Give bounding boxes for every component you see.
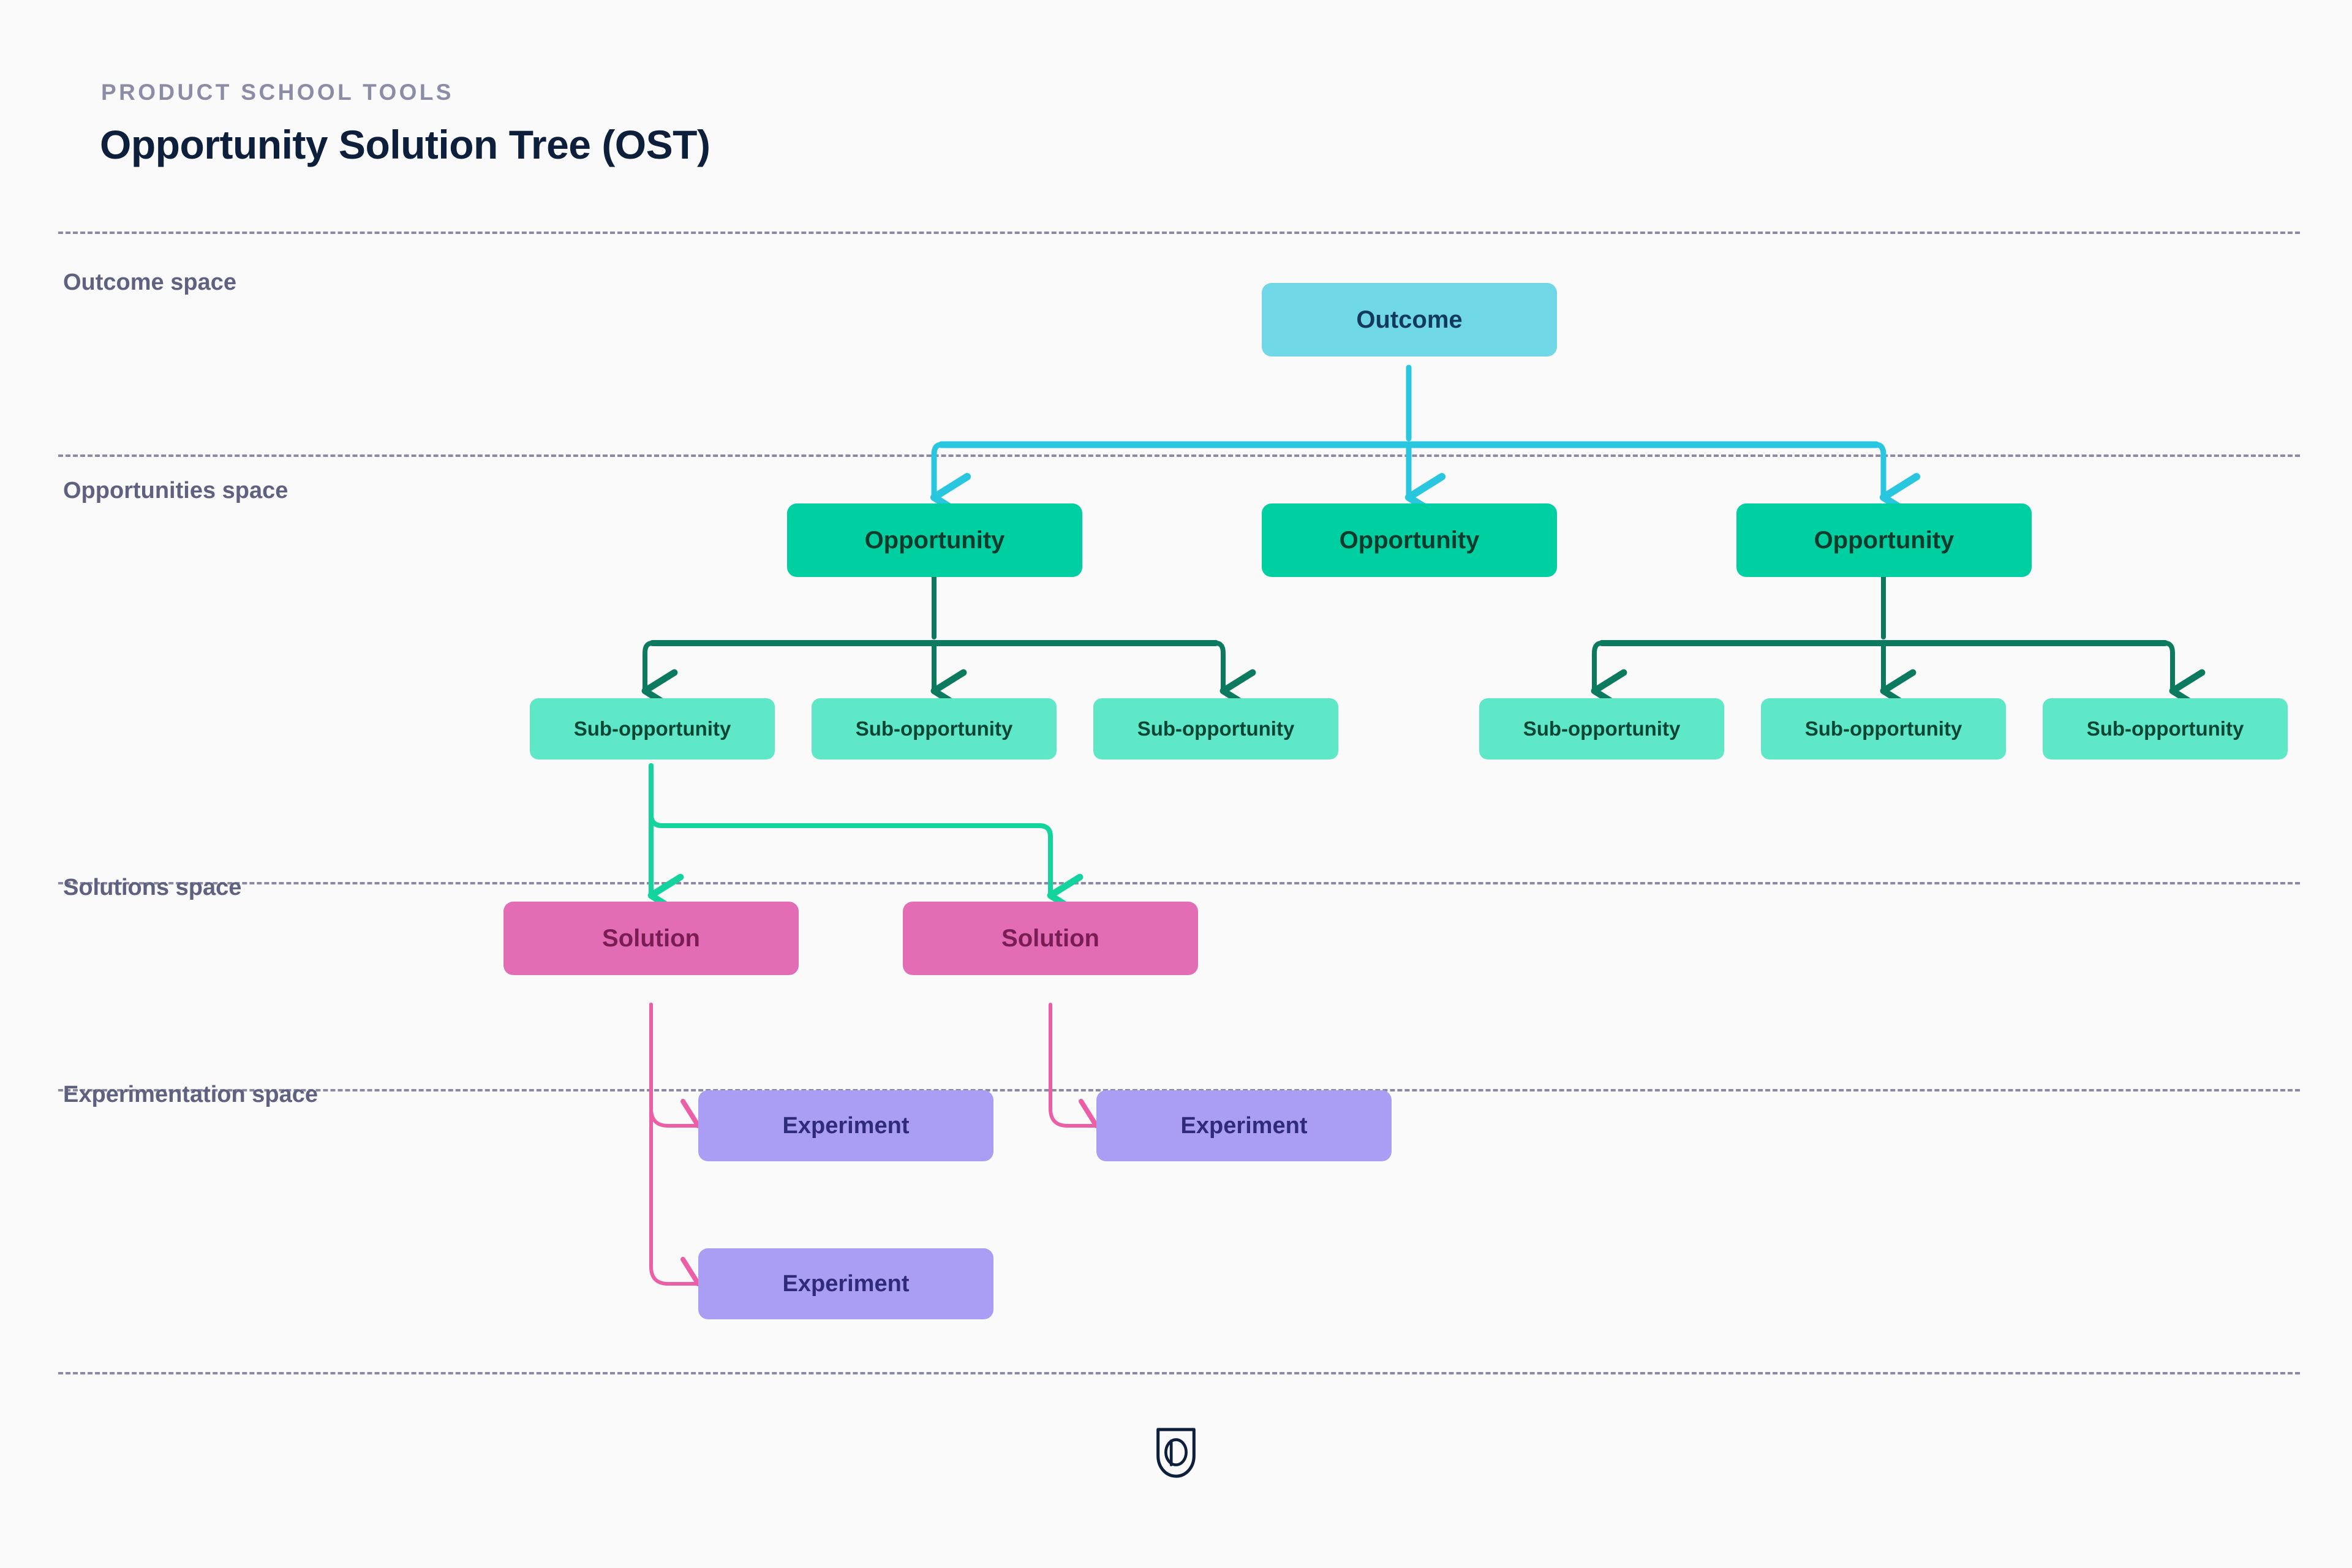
divider-solutions-top — [58, 882, 2300, 884]
node-experiment-2[interactable]: Experiment — [1096, 1090, 1392, 1161]
node-subopportunity-1[interactable]: Sub-opportunity — [530, 698, 775, 760]
node-opportunity-2[interactable]: Opportunity — [1262, 503, 1557, 577]
space-label-outcome: Outcome space — [63, 270, 236, 295]
node-subopportunity-4[interactable]: Sub-opportunity — [1479, 698, 1724, 760]
node-experiment-3[interactable]: Experiment — [698, 1248, 993, 1319]
node-subopportunity-5[interactable]: Sub-opportunity — [1761, 698, 2006, 760]
space-label-experimentation: Experimentation space — [63, 1082, 318, 1107]
eyebrow-label: PRODUCT SCHOOL TOOLS — [101, 80, 454, 105]
connector-subopportunity1-to-solutions — [647, 763, 1084, 918]
connector-solution2-to-experiment — [1049, 1003, 1096, 1126]
node-opportunity-3[interactable]: Opportunity — [1736, 503, 2032, 577]
page-title: Opportunity Solution Tree (OST) — [100, 122, 710, 167]
node-solution-1[interactable]: Solution — [503, 902, 799, 975]
node-solution-2[interactable]: Solution — [903, 902, 1198, 975]
node-subopportunity-3[interactable]: Sub-opportunity — [1093, 698, 1338, 760]
connector-opportunity3-to-subopportunities — [1591, 568, 2206, 713]
node-experiment-1[interactable]: Experiment — [698, 1090, 993, 1161]
node-subopportunity-6[interactable]: Sub-opportunity — [2043, 698, 2288, 760]
node-outcome[interactable]: Outcome — [1262, 283, 1557, 356]
connector-opportunity1-to-subopportunities — [641, 568, 1256, 713]
connector-solution1-to-experiments — [649, 1003, 698, 1284]
divider-opportunities-top — [58, 454, 2300, 457]
product-school-shield-logo — [1156, 1428, 1196, 1478]
space-label-opportunities: Opportunities space — [63, 478, 288, 503]
node-opportunity-1[interactable]: Opportunity — [787, 503, 1082, 577]
divider-bottom — [58, 1372, 2300, 1374]
divider-outcome-top — [58, 232, 2300, 234]
space-label-solutions: Solutions space — [63, 875, 242, 900]
node-subopportunity-2[interactable]: Sub-opportunity — [812, 698, 1057, 760]
connector-outcome-to-opportunities — [930, 364, 1921, 522]
